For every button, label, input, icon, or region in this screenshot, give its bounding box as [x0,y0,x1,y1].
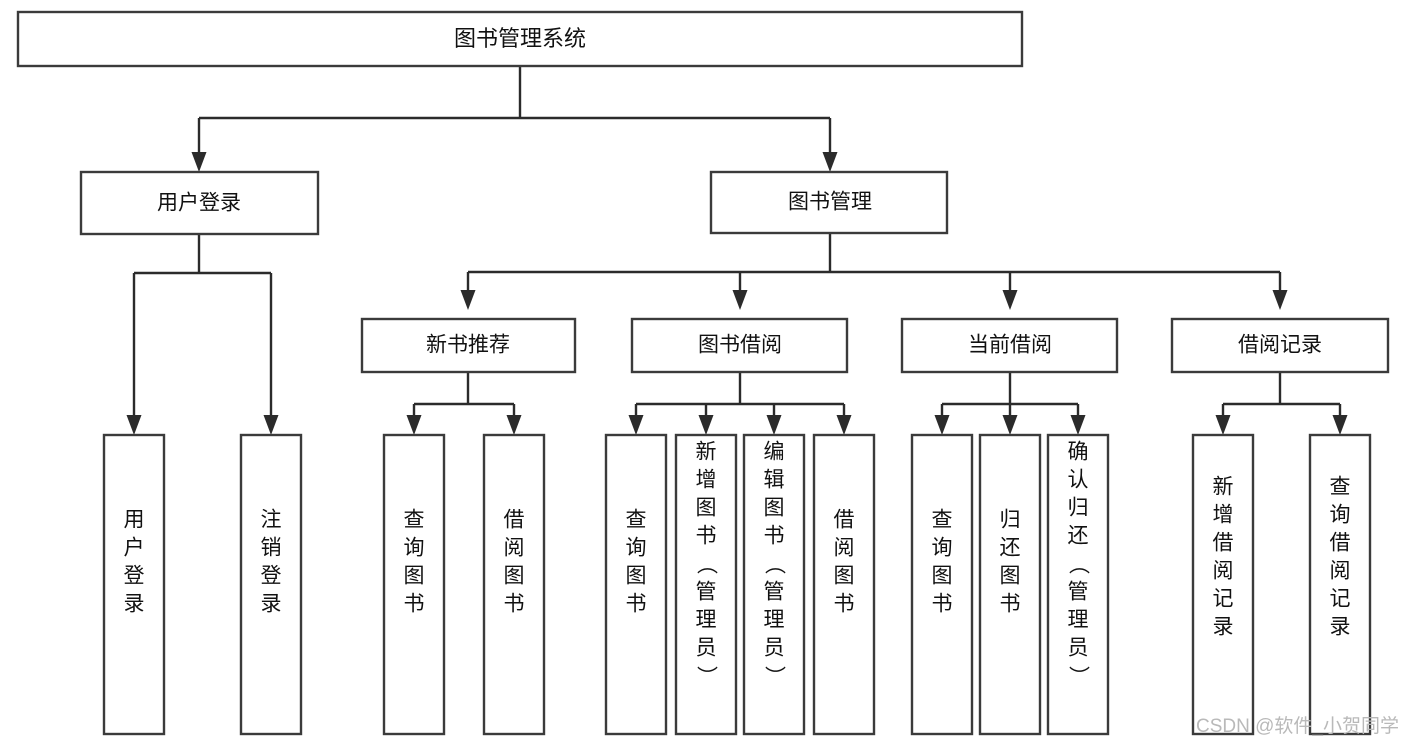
leaf-bb-borrow-book-box [812,433,876,736]
arrow-to-leaf-bb-2 [698,415,714,435]
connector-user-login-to-leaves [126,234,279,435]
node-book-management-label: 图书管理 [788,191,872,214]
arrow-to-leaf-cb-3 [1070,415,1086,435]
node-borrow-record-label: 借阅记录 [1238,334,1322,357]
node-borrow-record[interactable]: 借阅记录 [1170,317,1390,374]
node-book-borrow-label: 图书借阅 [698,334,782,357]
svg-text:）: ） [1067,666,1090,687]
svg-text:）: ） [763,666,786,687]
leaf-node-bb-borrow-book[interactable]: 借阅图书 [812,433,876,736]
connector-borrow-record-to-leaves [1215,372,1348,435]
leaf-br-add-record-label: 新增借阅记录 [1213,476,1234,639]
leaf-cb-return-book-box [978,433,1042,736]
leaf-nbr-borrow-book-label: 借阅图书 [504,509,525,616]
leaf-cb-query-book-label: 查询图书 [932,509,953,616]
leaf-bb-add-book-box [674,433,738,736]
connector-current-borrow-to-leaves [934,372,1086,435]
svg-text:（: （ [1067,554,1090,575]
connector-new-book-recommend-to-leaves [406,372,522,435]
leaf-logout-box [239,433,303,736]
leaf-node-br-add-record[interactable]: 新增借阅记录 [1191,433,1255,736]
node-new-book-recommend[interactable]: 新书推荐 [360,317,577,374]
leaf-nbr-query-book-label: 查询图书 [404,509,425,616]
arrow-to-leaf-br-1 [1215,415,1231,435]
svg-text:）: ） [695,666,718,687]
leaf-cb-confirm-return-box [1046,433,1110,736]
arrow-to-leaf-bb-3 [766,415,782,435]
node-book-management-box [709,170,949,235]
arrow-to-new-book-recommend [460,290,476,310]
leaf-cb-query-book-box [910,433,974,736]
connector-book-mgmt-to-level3 [460,233,1288,310]
node-user-login-label: 用户登录 [157,192,241,215]
leaf-nbr-borrow-book-box [482,433,546,736]
arrow-to-current-borrow [1002,290,1018,310]
arrow-to-leaf-br-2 [1332,415,1348,435]
leaf-logout-label: 注销登录 [261,509,282,616]
leaf-node-br-query-record[interactable]: 查询借阅记录 [1308,433,1372,736]
node-book-borrow-box [630,317,849,374]
leaf-bb-edit-book-box [742,433,806,736]
leaf-bb-borrow-book-label: 借阅图书 [834,509,855,616]
leaf-node-cb-query-book[interactable]: 查询图书 [910,433,974,736]
node-current-borrow[interactable]: 当前借阅 [900,317,1119,374]
leaf-node-bb-query-book[interactable]: 查询图书 [604,433,668,736]
arrow-to-leaf-cb-2 [1002,415,1018,435]
leaf-user-login-box [102,433,166,736]
connector-root-to-level2 [191,66,838,172]
leaf-node-user-login[interactable]: 用户登录 [102,433,166,736]
node-new-book-recommend-box [360,317,577,374]
leaf-bb-query-book-box [604,433,668,736]
leaf-cb-return-book-label: 归还图书 [1000,509,1021,616]
watermark-label: CSDN @软件_小贺同学 [1196,715,1399,737]
connector-book-borrow-to-leaves [628,372,852,435]
arrow-to-leaf-nbr-2 [506,415,522,435]
arrow-to-leaf-bb-1 [628,415,644,435]
leaf-node-bb-edit-book[interactable]: 编辑图书管理员 （ ） [742,433,806,736]
leaf-br-query-record-box [1308,433,1372,736]
leaf-node-logout[interactable]: 注销登录 [239,433,303,736]
node-current-borrow-box [900,317,1119,374]
node-borrow-record-box [1170,317,1390,374]
leaf-br-query-record-label: 查询借阅记录 [1330,476,1351,639]
node-user-login[interactable]: 用户登录 [79,170,320,236]
leaf-br-add-record-box [1191,433,1255,736]
arrow-to-leaf-bb-4 [836,415,852,435]
node-root-box [16,10,1024,68]
node-new-book-recommend-label: 新书推荐 [426,334,510,357]
arrow-to-book-borrow [732,290,748,310]
node-user-login-box [79,170,320,236]
node-root-label: 图书管理系统 [454,26,586,51]
leaf-bb-edit-book-label: 编辑图书管理员 [764,441,785,660]
arrow-to-user-login [191,152,207,172]
arrow-to-leaf-nbr-1 [406,415,422,435]
leaf-node-nbr-query-book[interactable]: 查询图书 [382,433,446,736]
node-current-borrow-label: 当前借阅 [968,334,1052,357]
leaf-node-cb-return-book[interactable]: 归还图书 [978,433,1042,736]
arrow-to-borrow-record [1272,290,1288,310]
leaf-node-cb-confirm-return[interactable]: 确认归还管理员 （ ） [1046,433,1110,736]
node-book-borrow[interactable]: 图书借阅 [630,317,849,374]
node-book-management[interactable]: 图书管理 [709,170,949,235]
node-root-book-management-system[interactable]: 图书管理系统 [16,10,1024,68]
arrow-to-book-mgmt [822,152,838,172]
leaf-user-login-label: 用户登录 [124,509,145,616]
leaf-node-bb-add-book[interactable]: 新增图书管理员 （ ） [674,433,738,736]
arrow-to-leaf-cb-1 [934,415,950,435]
leaf-bb-query-book-label: 查询图书 [626,509,647,616]
leaf-cb-confirm-return-label: 确认归还管理员 [1068,441,1089,660]
svg-text:（: （ [763,554,786,575]
leaf-node-nbr-borrow-book[interactable]: 借阅图书 [482,433,546,736]
arrow-to-leaf-user-login [126,415,142,435]
svg-text:（: （ [695,554,718,575]
leaf-nbr-query-book-box [382,433,446,736]
arrow-to-leaf-logout [263,415,279,435]
leaf-bb-add-book-label: 新增图书管理员 [696,441,717,660]
